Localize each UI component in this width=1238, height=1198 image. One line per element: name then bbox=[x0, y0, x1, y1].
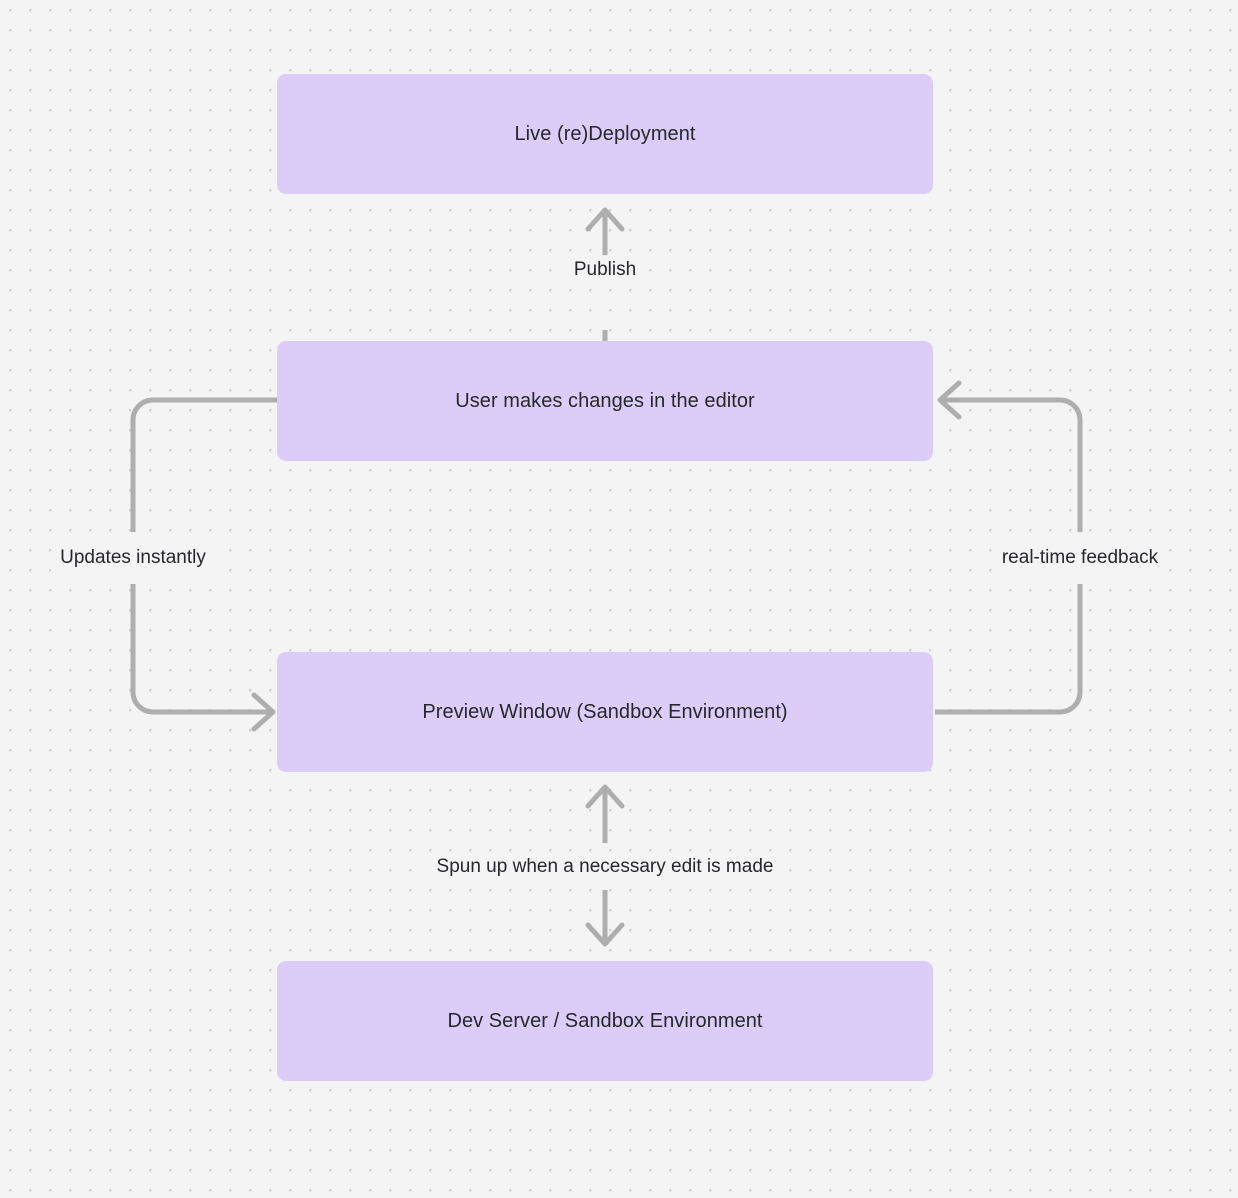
node-preview-window[interactable]: Preview Window (Sandbox Environment) bbox=[277, 652, 933, 772]
edge-real-time-feedback bbox=[935, 380, 1083, 715]
node-dev-server[interactable]: Dev Server / Sandbox Environment bbox=[277, 961, 933, 1081]
edge-label-publish: Publish bbox=[564, 255, 646, 285]
node-dev-server-label: Dev Server / Sandbox Environment bbox=[447, 1010, 763, 1032]
node-preview-window-label: Preview Window (Sandbox Environment) bbox=[422, 701, 788, 723]
edge-label-updates-instantly: Updates instantly bbox=[51, 543, 215, 573]
edge-label-spun-up: Spun up when a necessary edit is made bbox=[427, 852, 783, 882]
node-live-deployment[interactable]: Live (re)Deployment bbox=[277, 74, 933, 194]
edge-updates-instantly bbox=[130, 397, 277, 732]
node-user-changes[interactable]: User makes changes in the editor bbox=[277, 341, 933, 461]
node-live-deployment-label: Live (re)Deployment bbox=[514, 123, 696, 145]
edge-spun-up bbox=[585, 784, 625, 947]
node-user-changes-label: User makes changes in the editor bbox=[455, 390, 755, 412]
edge-label-real-time-feedback: real-time feedback bbox=[992, 543, 1168, 573]
